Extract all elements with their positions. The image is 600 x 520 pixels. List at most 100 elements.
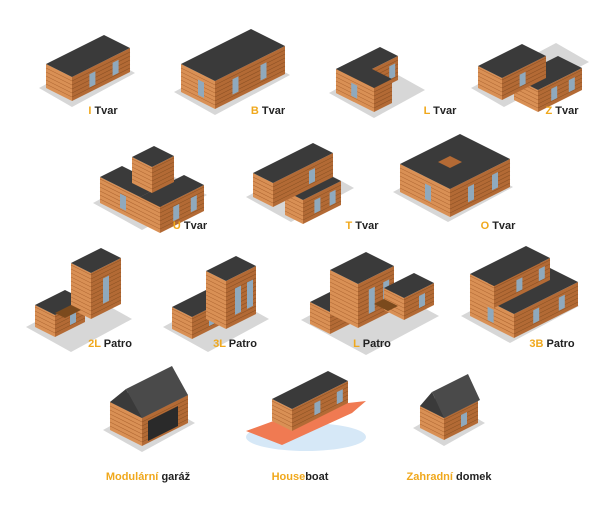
window xyxy=(558,294,565,311)
wall-left xyxy=(478,66,502,100)
tile-zahradni-domek xyxy=(410,374,490,446)
plank-line xyxy=(225,273,257,290)
plank-line xyxy=(329,301,359,317)
window xyxy=(468,184,474,203)
plank-line xyxy=(151,169,175,182)
plank-line xyxy=(477,71,503,85)
house-illustration-garage xyxy=(103,366,195,452)
label-t-tvar: T Tvar xyxy=(345,220,379,232)
plank-line xyxy=(214,53,286,90)
plank-line xyxy=(284,210,304,221)
plank-line xyxy=(34,314,56,326)
plank-line xyxy=(383,297,405,309)
plank-line xyxy=(272,164,334,196)
window xyxy=(351,82,358,99)
roof xyxy=(46,35,130,77)
plank-line xyxy=(309,315,331,327)
plank-line xyxy=(159,190,205,214)
window xyxy=(112,59,119,76)
plank-line xyxy=(357,273,395,293)
plank-line xyxy=(373,90,393,101)
plank-line xyxy=(329,273,359,289)
house-illustration-2l xyxy=(26,248,132,352)
plank-line xyxy=(214,69,286,106)
plank-line xyxy=(373,86,393,97)
roof xyxy=(384,273,434,298)
plank-line xyxy=(90,299,122,316)
plank-line xyxy=(45,67,73,82)
plank-line xyxy=(71,55,131,86)
plank-line xyxy=(171,308,193,320)
plank-line xyxy=(469,287,495,301)
house-illustration-z xyxy=(471,43,589,112)
plank-line xyxy=(419,411,445,425)
plank-line xyxy=(329,305,359,321)
house-illustration-t xyxy=(246,143,354,224)
plank-line xyxy=(109,417,143,435)
tile-l-tvar xyxy=(329,35,425,120)
window xyxy=(336,389,343,405)
label-houseboat: Houseboat xyxy=(271,471,329,483)
plank-line xyxy=(513,289,579,323)
plank-line xyxy=(225,305,257,322)
plank-line xyxy=(139,206,161,218)
plank-line xyxy=(373,98,393,109)
plank-line xyxy=(205,314,227,326)
plank-line xyxy=(205,294,227,306)
tile-u-tvar xyxy=(92,143,207,233)
roof xyxy=(132,146,174,167)
house-illustration-u xyxy=(93,146,207,233)
label-l-patro: L Patro xyxy=(353,338,391,350)
courtyard xyxy=(438,156,462,168)
plank-line xyxy=(70,292,92,304)
wall-left xyxy=(310,302,330,334)
wall-left xyxy=(132,157,152,193)
gable-roof xyxy=(110,389,142,418)
plank-line xyxy=(109,409,143,427)
plank-line xyxy=(477,67,503,81)
plank-line xyxy=(399,187,451,214)
plank-line xyxy=(309,307,331,319)
window xyxy=(329,189,336,206)
house-illustration-lp xyxy=(301,252,439,355)
wall-left xyxy=(110,402,142,446)
house-illustration-l xyxy=(329,47,425,118)
plank-line xyxy=(513,301,579,335)
plank-line xyxy=(329,281,359,297)
plank-line xyxy=(131,174,153,186)
plank-line xyxy=(419,415,445,429)
roof xyxy=(206,256,256,281)
gable-roof xyxy=(420,392,444,418)
plank-line xyxy=(309,303,331,315)
plank-line xyxy=(225,309,257,326)
plank-line xyxy=(449,166,511,198)
plank-line xyxy=(70,288,92,300)
roof xyxy=(71,248,121,273)
roof xyxy=(272,371,348,409)
plank-line xyxy=(151,173,175,186)
house-illustration-3b xyxy=(461,246,579,343)
plank-line xyxy=(335,88,375,109)
plank-line xyxy=(214,65,286,102)
plank-line xyxy=(141,398,189,423)
garage-door xyxy=(148,406,178,441)
plank-line xyxy=(373,82,393,93)
wall-left xyxy=(272,399,292,431)
window xyxy=(198,79,204,98)
window xyxy=(533,307,540,324)
window xyxy=(190,195,197,213)
plank-line xyxy=(537,85,583,109)
plank-line xyxy=(513,95,539,109)
window xyxy=(419,293,425,309)
plank-line xyxy=(171,324,193,336)
plank-line xyxy=(513,285,579,319)
plank-line xyxy=(399,167,451,194)
plank-line xyxy=(493,275,551,305)
plank-line xyxy=(205,286,227,298)
plank-line xyxy=(329,293,359,309)
window xyxy=(492,172,498,191)
plank-line xyxy=(477,79,503,93)
plank-line xyxy=(71,63,131,94)
plank-line xyxy=(403,300,435,317)
